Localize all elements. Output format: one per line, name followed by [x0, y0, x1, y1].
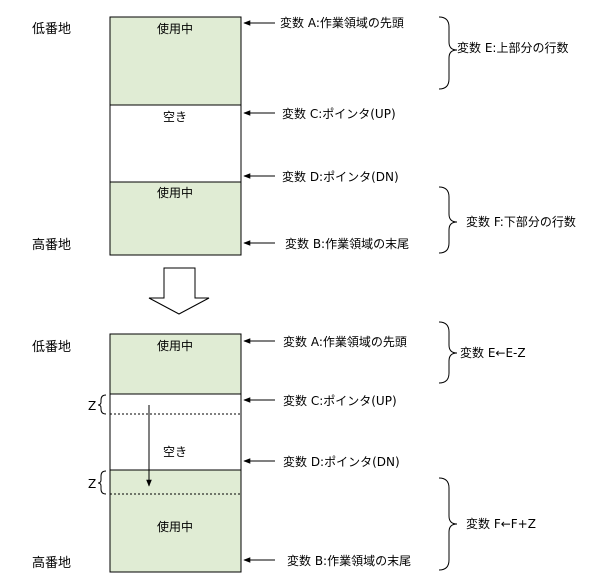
top-low-address-label: 低番地 — [32, 22, 71, 37]
z-lower-brace — [97, 470, 107, 495]
bottom-high-address-label: 高番地 — [32, 555, 71, 571]
top-var-e-label: 変数 E:上部分の行数 — [457, 40, 568, 55]
top-used-block-lower — [109, 181, 242, 256]
z-upper-brace — [97, 394, 107, 415]
bottom-used-block-upper — [109, 333, 242, 395]
top-used-lower-label: 使用中 — [157, 185, 193, 200]
z-upper-label: Z — [88, 399, 96, 413]
bottom-var-e-label: 変数 E←E-Z — [460, 345, 526, 360]
bottom-var-f-label: 変数 F←F+Z — [466, 516, 536, 531]
top-high-address-label: 高番地 — [32, 237, 71, 253]
bottom-var-d-label: 変数 D:ポインタ(DN) — [283, 454, 400, 469]
bottom-upper-brace — [438, 321, 458, 384]
top-upper-brace — [438, 16, 458, 90]
bottom-var-a-label: 変数 A:作業領域の先頭 — [283, 334, 407, 349]
top-var-a-label: 変数 A:作業領域の先頭 — [280, 15, 404, 30]
bottom-diagram: 低番地 高番地 使用中 空き 使用中 Z Z 変数 A:作業領域の先頭 変数 C… — [32, 321, 536, 573]
top-diagram: 低番地 高番地 使用中 空き 使用中 変数 A:作業領域の先頭 変数 C:ポイン… — [32, 15, 576, 256]
bottom-used-lower-label: 使用中 — [157, 519, 193, 534]
bottom-low-address-label: 低番地 — [32, 340, 71, 355]
bottom-free-label: 空き — [163, 445, 187, 459]
bottom-used-block-lower — [109, 469, 242, 573]
bottom-var-c-label: 変数 C:ポインタ(UP) — [283, 393, 397, 408]
top-used-upper-label: 使用中 — [157, 21, 193, 36]
bottom-free-block — [109, 393, 242, 471]
top-var-f-label: 変数 F:下部分の行数 — [466, 214, 576, 229]
top-lower-brace — [438, 186, 458, 254]
top-var-d-label: 変数 D:ポインタ(DN) — [282, 169, 399, 184]
top-used-block-upper — [109, 16, 242, 106]
top-free-label: 空き — [163, 110, 187, 124]
z-lower-label: Z — [88, 477, 96, 491]
top-var-b-label: 変数 B:作業領域の末尾 — [285, 236, 409, 251]
top-free-block — [109, 104, 242, 183]
top-var-c-label: 変数 C:ポインタ(UP) — [282, 106, 396, 121]
bottom-var-b-label: 変数 B:作業領域の末尾 — [287, 553, 411, 568]
bottom-lower-brace — [438, 477, 458, 571]
transition-down-arrow — [148, 267, 210, 315]
bottom-used-upper-label: 使用中 — [157, 338, 193, 353]
